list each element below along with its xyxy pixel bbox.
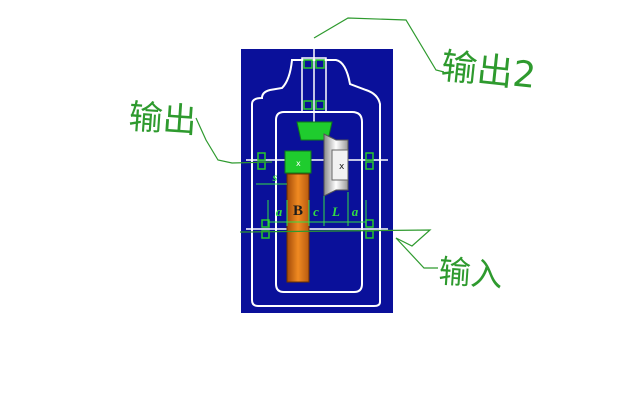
bearing-left-upper-2 bbox=[257, 161, 266, 170]
annotation-input: 输入 bbox=[437, 252, 504, 294]
bearing-left-upper-1 bbox=[257, 152, 266, 161]
small-spur-gear bbox=[284, 150, 312, 174]
side-bearing-group bbox=[257, 152, 374, 239]
bearing-right-lower-2 bbox=[365, 230, 374, 239]
label-a-left: a bbox=[276, 204, 283, 219]
spur-gear-b bbox=[286, 173, 310, 283]
bearing-top-3 bbox=[303, 100, 313, 110]
bearing-top-2 bbox=[315, 59, 325, 69]
top-bearing-group bbox=[303, 59, 325, 110]
label-c: c bbox=[313, 204, 319, 219]
bearing-left-lower-2 bbox=[261, 230, 270, 239]
small-gear-mark: x bbox=[296, 159, 301, 168]
bearing-right-lower-1 bbox=[365, 219, 374, 228]
diagram-panel bbox=[241, 49, 393, 313]
leader-output-1 bbox=[195, 117, 273, 164]
bearing-left-lower-1 bbox=[261, 219, 270, 228]
bearing-top-1 bbox=[303, 59, 313, 69]
inner-housing bbox=[275, 111, 363, 293]
label-a-right: a bbox=[352, 204, 359, 219]
bevel-gear-mark: x bbox=[339, 162, 345, 172]
bevel-gear-hub bbox=[331, 149, 349, 181]
label-s: s bbox=[272, 170, 278, 184]
leader-input bbox=[239, 229, 438, 269]
bearing-right-upper-2 bbox=[365, 161, 374, 170]
bearing-top-4 bbox=[315, 100, 325, 110]
dimension-lines bbox=[256, 183, 367, 226]
leader-output-2 bbox=[313, 17, 445, 73]
bearing-right-upper-1 bbox=[365, 152, 374, 161]
label-l: L bbox=[331, 204, 340, 219]
annotation-output-1: 输出 bbox=[127, 97, 198, 142]
outer-housing bbox=[251, 59, 381, 307]
annotation-output-2: 输出2 bbox=[439, 46, 538, 97]
label-b: B bbox=[293, 203, 303, 219]
